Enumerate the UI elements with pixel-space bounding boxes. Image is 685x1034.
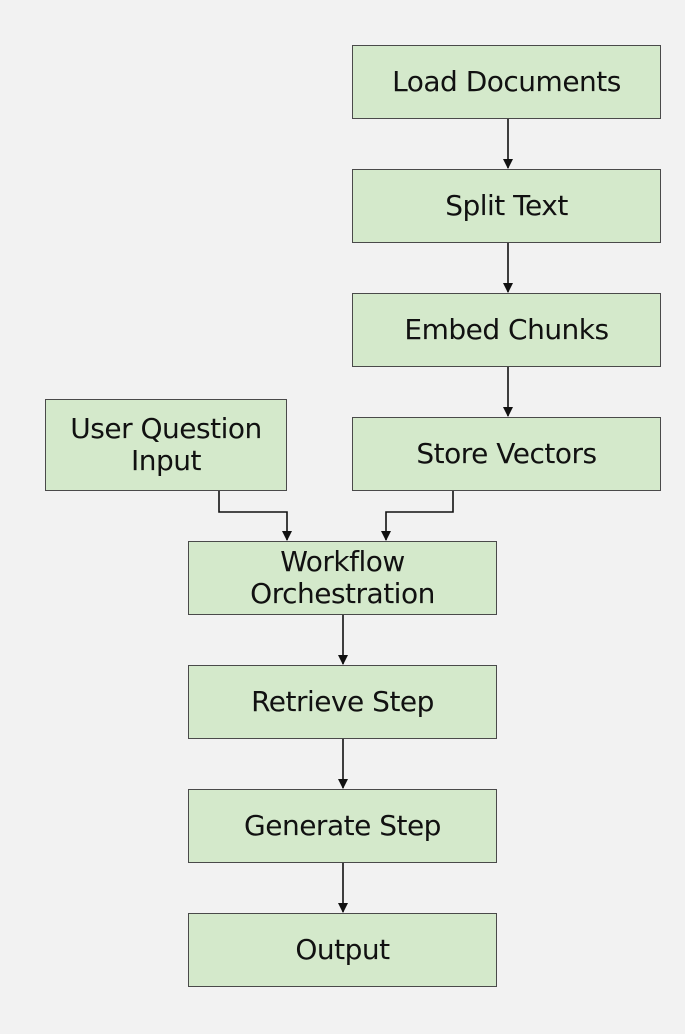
- node-generate-step: Generate Step: [188, 789, 497, 863]
- node-embed-chunks-label: Embed Chunks: [404, 313, 609, 346]
- node-output-label: Output: [295, 933, 390, 966]
- node-retrieve-step: Retrieve Step: [188, 665, 497, 739]
- node-store-vectors: Store Vectors: [352, 417, 661, 491]
- node-user-question-input: User Question Input: [45, 399, 287, 491]
- node-store-vectors-label: Store Vectors: [416, 437, 597, 470]
- edge-question-to-orch: [218, 490, 292, 541]
- edge-store-to-orch: [381, 490, 454, 541]
- node-load-documents-label: Load Documents: [392, 65, 621, 98]
- node-embed-chunks: Embed Chunks: [352, 293, 661, 367]
- node-load-documents: Load Documents: [352, 45, 661, 119]
- node-workflow-orchestration-label: Workflow Orchestration: [250, 545, 435, 610]
- node-output: Output: [188, 913, 497, 987]
- node-user-question-input-label: User Question Input: [70, 412, 262, 477]
- node-retrieve-step-label: Retrieve Step: [251, 685, 434, 718]
- node-split-text: Split Text: [352, 169, 661, 243]
- node-workflow-orchestration: Workflow Orchestration: [188, 541, 497, 615]
- node-generate-step-label: Generate Step: [244, 809, 441, 842]
- node-split-text-label: Split Text: [445, 189, 568, 222]
